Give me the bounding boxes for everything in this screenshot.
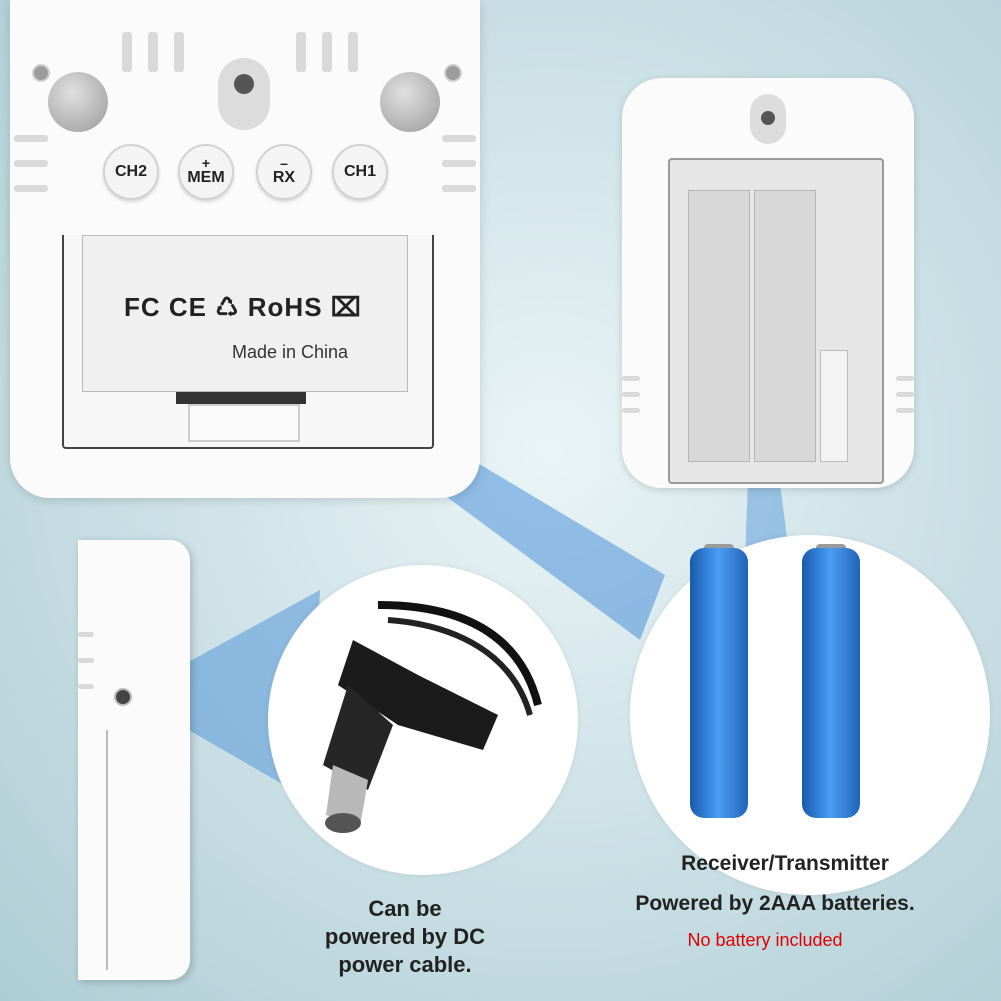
rubber-foot [48, 72, 108, 132]
batteries-caption: Powered by 2AAA batteries. [635, 892, 915, 915]
side-view [78, 540, 190, 980]
label-plate [82, 235, 408, 392]
aaa-battery-icon [690, 548, 748, 818]
wall-hanger-hole [218, 58, 270, 130]
ch2-button[interactable]: CH2 [103, 144, 159, 200]
rubber-foot [380, 72, 440, 132]
made-in-label: Made in China [232, 342, 349, 362]
dc-plug-icon [323, 601, 542, 833]
ch1-button[interactable]: CH1 [332, 144, 388, 200]
receiver-transmitter-caption: Receiver/Transmitter [681, 852, 889, 875]
dc-cable-closeup [268, 565, 578, 875]
dc-power-caption: Can be powered by DC power cable. [324, 896, 486, 977]
screw-icon [32, 64, 50, 82]
certification-marks: FC CE ♺ RoHS ⌧ [124, 292, 362, 322]
screw-icon [444, 64, 462, 82]
aaa-battery-icon [802, 548, 860, 818]
rx-button[interactable]: –RX [256, 144, 312, 200]
stand-tab [188, 404, 300, 442]
mem-button[interactable]: +MEM [178, 144, 234, 200]
no-battery-note: No battery included [687, 930, 843, 950]
dc-jack-icon [114, 688, 132, 706]
transmitter-battery-compartment [668, 158, 884, 484]
wall-hanger-hole [750, 94, 786, 144]
